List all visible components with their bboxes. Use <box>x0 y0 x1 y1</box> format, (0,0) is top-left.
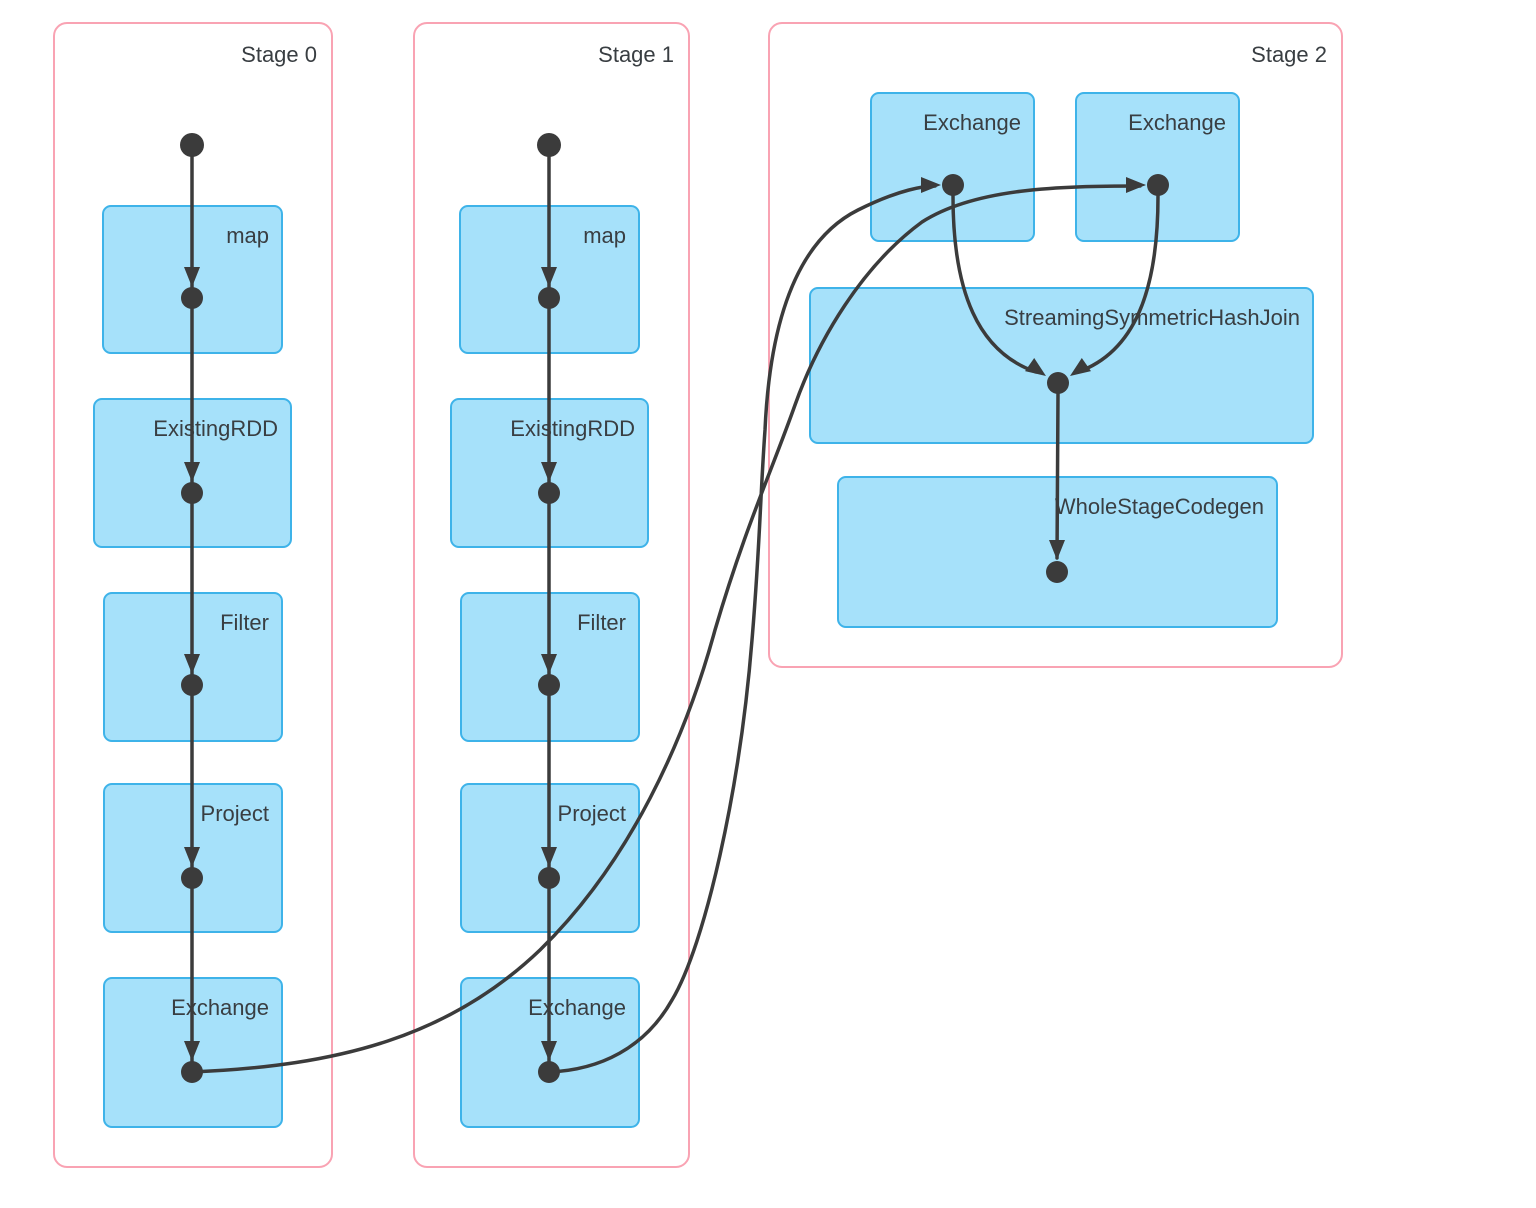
node-label: Project <box>557 801 626 826</box>
node-project: Project <box>460 783 640 933</box>
node-project: Project <box>103 783 283 933</box>
node-label: Project <box>200 801 269 826</box>
node-map: map <box>102 205 283 354</box>
node-label: Exchange <box>528 995 626 1020</box>
node-label: WholeStageCodegen <box>1054 494 1264 519</box>
node-label: ExistingRDD <box>153 416 278 441</box>
node-filter: Filter <box>460 592 640 742</box>
node-label: Filter <box>220 610 269 635</box>
node-label: Exchange <box>923 110 1021 135</box>
node-label: Filter <box>577 610 626 635</box>
node-exchange: Exchange <box>460 977 640 1128</box>
node-exchange: Exchange <box>103 977 283 1128</box>
stage-1-title: Stage 1 <box>598 42 674 67</box>
stage-0-title: Stage 0 <box>241 42 317 67</box>
node-label: Exchange <box>1128 110 1226 135</box>
node-exchange-left: Exchange <box>870 92 1035 242</box>
node-whole-stage-codegen: WholeStageCodegen <box>837 476 1278 628</box>
stage-2-title: Stage 2 <box>1251 42 1327 67</box>
node-exchange-right: Exchange <box>1075 92 1240 242</box>
node-label: StreamingSymmetricHashJoin <box>1004 305 1300 330</box>
node-map: map <box>459 205 640 354</box>
node-label: Exchange <box>171 995 269 1020</box>
node-streaming-symmetric-hash-join: StreamingSymmetricHashJoin <box>809 287 1314 444</box>
node-existing-rdd: ExistingRDD <box>450 398 649 548</box>
node-label: map <box>583 223 626 248</box>
node-label: ExistingRDD <box>510 416 635 441</box>
node-existing-rdd: ExistingRDD <box>93 398 292 548</box>
node-filter: Filter <box>103 592 283 742</box>
node-label: map <box>226 223 269 248</box>
